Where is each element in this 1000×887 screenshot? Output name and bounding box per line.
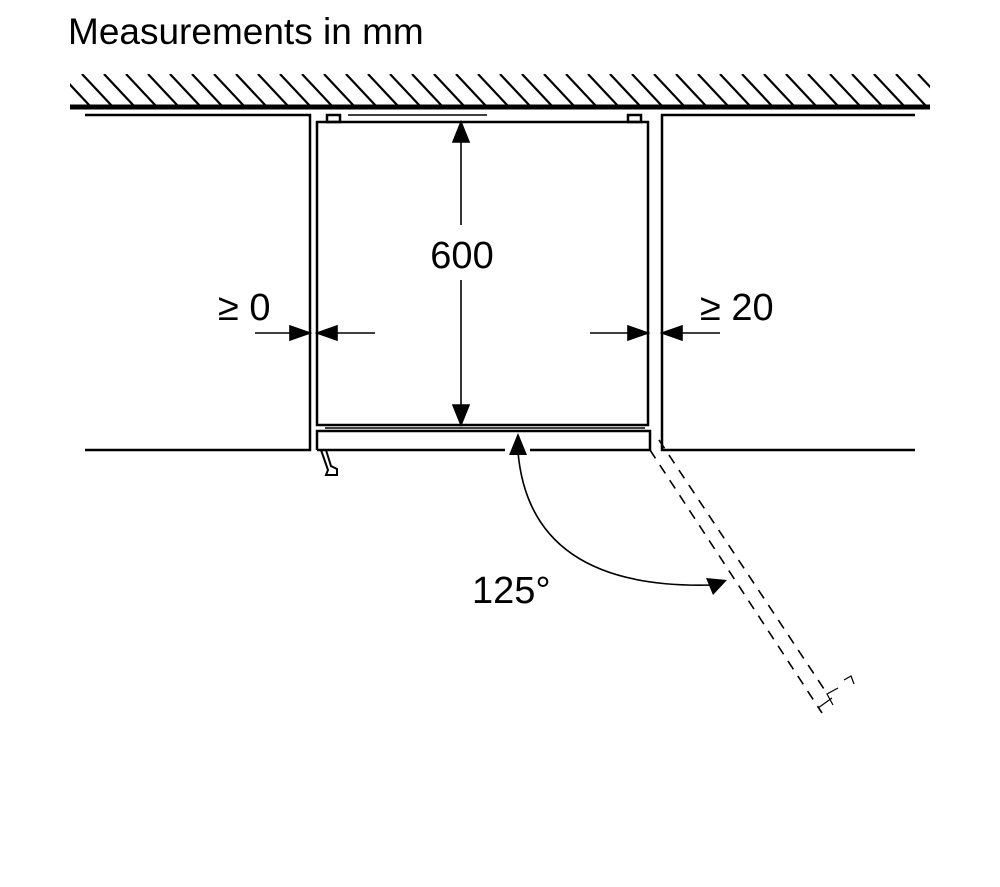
hatch-line [785, 74, 817, 106]
hatch-line [609, 74, 641, 106]
hatch-line [70, 83, 91, 106]
hatch-line [719, 74, 751, 106]
hatch-line [697, 74, 729, 106]
hatch-line [125, 74, 157, 106]
hatch-line [631, 74, 663, 106]
hatch-line [851, 74, 883, 106]
hatch-line [873, 74, 905, 106]
hatch-line [675, 74, 707, 106]
hatch-line [213, 74, 245, 106]
hatch-line [301, 74, 333, 106]
door-angle-label: 125° [472, 570, 551, 612]
appliance-top-tab-right [626, 113, 643, 124]
door-handle [320, 449, 338, 476]
hatch-line [367, 74, 399, 106]
hatch-line [433, 74, 465, 106]
hatch-line [543, 74, 575, 106]
hatch-line [829, 74, 861, 106]
diagram-title: Measurements in mm [68, 11, 424, 52]
hatch-line [917, 74, 930, 89]
hatch-line [279, 74, 311, 106]
hatch-line [169, 74, 201, 106]
hatch-line [147, 74, 179, 106]
hatch-line [763, 74, 795, 106]
hatch-line [499, 74, 531, 106]
hatch-line [741, 74, 773, 106]
hatch-line [389, 74, 421, 106]
open-door-outline [649, 439, 827, 714]
right-cabinet [660, 113, 915, 452]
left-cabinet [85, 113, 312, 452]
hatch-line [455, 74, 487, 106]
door-angle-arc [509, 433, 727, 595]
hatch-line [895, 74, 927, 106]
appliance-top-tab-left [325, 113, 342, 124]
depth-label: 600 [430, 235, 493, 277]
hatch-line [235, 74, 267, 106]
hatch-line [521, 74, 553, 106]
hatch-line [345, 74, 377, 106]
open-door-handle [817, 675, 855, 709]
hatch-line [653, 74, 685, 106]
left-gap-dimension [255, 324, 375, 342]
hatch-line [257, 74, 289, 106]
ceiling-hatch [70, 74, 970, 106]
appliance-body [315, 120, 650, 427]
hatch-line [587, 74, 619, 106]
hatch-line [565, 74, 597, 106]
right-gap-dimension [590, 324, 720, 342]
left-gap-label: ≥ 0 [218, 287, 271, 329]
hatch-line [940, 74, 970, 106]
hatch-line [81, 74, 113, 106]
hatch-line [411, 74, 443, 106]
hatch-line [807, 74, 839, 106]
hatch-line [477, 74, 509, 106]
hatch-line [191, 74, 223, 106]
hatch-line [103, 74, 135, 106]
depth-dimension [451, 119, 471, 428]
appliance-door [315, 429, 652, 452]
hatch-line [323, 74, 355, 106]
right-gap-label: ≥ 20 [700, 287, 774, 329]
